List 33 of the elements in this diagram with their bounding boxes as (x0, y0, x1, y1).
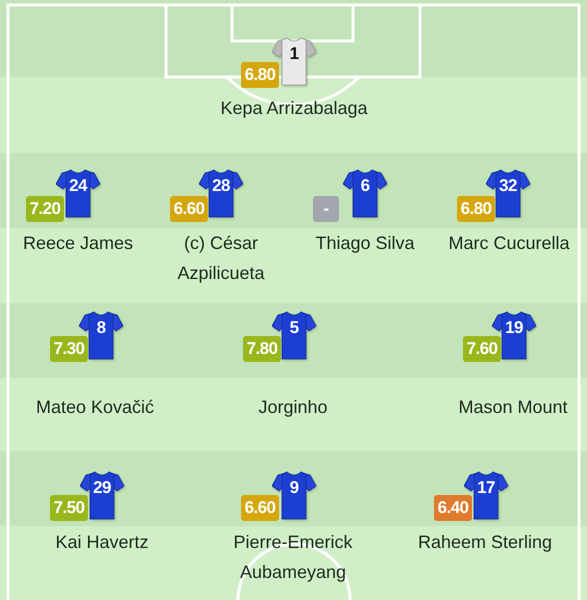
rating-badge: 6.80 (241, 62, 279, 88)
shirt-number: 8 (96, 318, 106, 338)
shirt-number: 24 (68, 176, 88, 196)
rating-badge: 7.30 (50, 336, 88, 362)
player-name: Raheem Sterling (416, 531, 554, 554)
player-name: Pierre-Emerick Aubameyang (232, 531, 354, 584)
shirt-number: 32 (498, 176, 518, 196)
player-name: Kai Havertz (54, 531, 150, 554)
shirt-number: 19 (504, 318, 524, 338)
player-name: Marc Cucurella (447, 232, 571, 255)
player-name: Jorginho (257, 396, 329, 419)
rating-badge: 7.20 (26, 196, 64, 222)
shirt-number: 6 (360, 176, 370, 196)
rating-badge: 7.60 (463, 336, 501, 362)
shirt-number: 17 (476, 478, 496, 498)
shirt-number: 9 (288, 478, 300, 498)
player-name: Mateo Kovačić (34, 396, 156, 419)
player-name: Reece James (22, 232, 134, 255)
player-name: (c) César Azpilicueta (176, 232, 266, 285)
player-name: Thiago Silva (314, 232, 416, 255)
rating-badge: - (313, 196, 339, 222)
rating-badge: 6.80 (457, 196, 495, 222)
player-name: Kepa Arrizabalaga (219, 97, 369, 120)
rating-badge: 7.80 (243, 336, 281, 362)
player-name: Mason Mount (457, 396, 569, 419)
shirt-number: 28 (211, 176, 231, 196)
rating-badge: 7.50 (50, 495, 88, 521)
rating-badge: 6.60 (241, 495, 279, 521)
shirt-number: 29 (92, 478, 112, 498)
rating-badge: 6.60 (170, 196, 208, 222)
shirt-number: 1 (288, 44, 300, 64)
shirt-number: 5 (288, 318, 300, 338)
rating-badge: 6.40 (434, 495, 472, 521)
